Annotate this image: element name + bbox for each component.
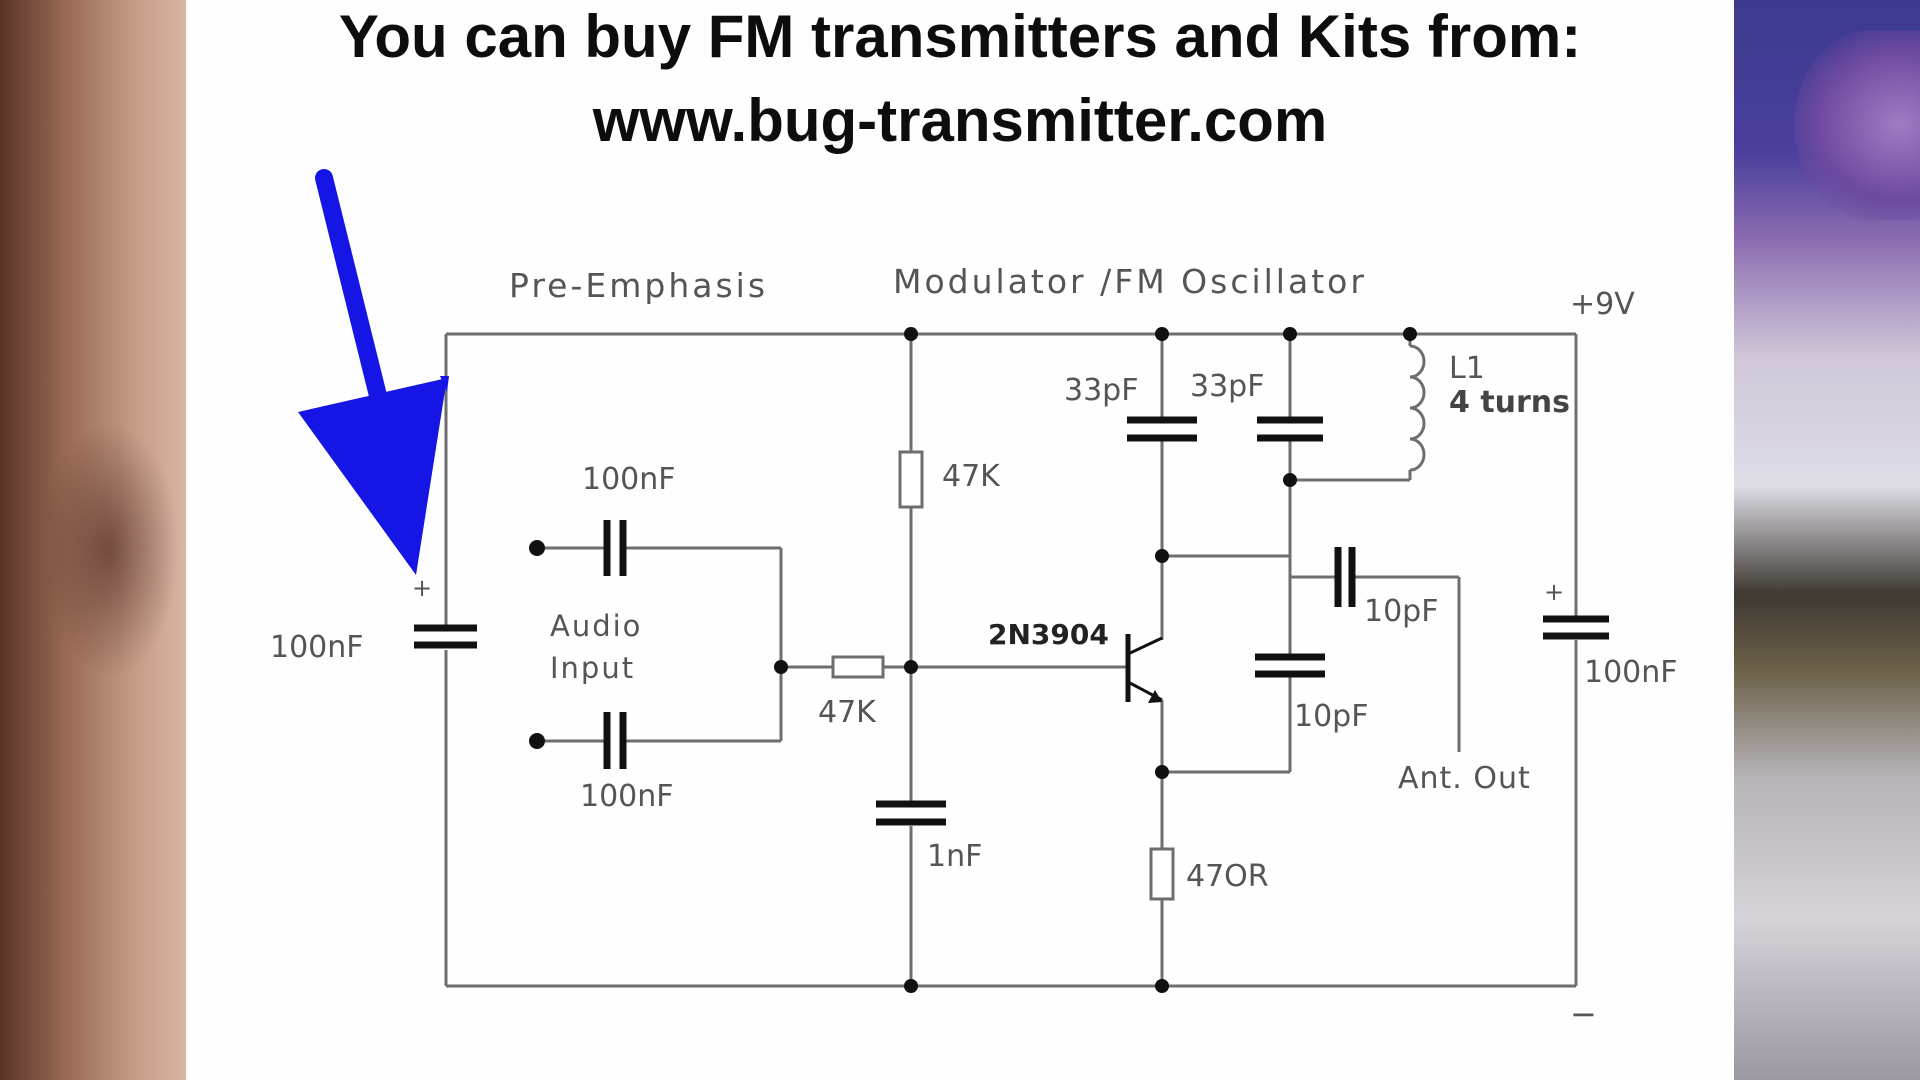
c-audio-bottom-label: 100nF (580, 779, 674, 814)
c-10pf-feedback-label: 10pF (1294, 699, 1368, 734)
c-right-plus-label: + (1544, 578, 1564, 606)
r-470r-label: 47OR (1186, 859, 1269, 894)
transistor-2n3904 (1125, 634, 1163, 703)
c-right-label: 100nF (1584, 655, 1678, 690)
junction-dot (1155, 549, 1169, 563)
schematic-labels: Pre-Emphasis Modulator /FM Oscillator +9… (270, 262, 1678, 1033)
resistors (831, 450, 1175, 901)
junction-dot (774, 660, 788, 674)
junction-dot (1155, 327, 1169, 341)
website-url: www.bug-transmitter.com (592, 87, 1328, 154)
junction-dot (1283, 327, 1297, 341)
junction-dot (904, 979, 918, 993)
audio-input-label: Input (550, 651, 635, 685)
headline-line1: You can buy FM transmitters and Kits fro… (338, 3, 1582, 70)
c-1nf-label: 1nF (927, 839, 982, 874)
arrow-tip-right (440, 376, 449, 392)
junction-dot (1155, 765, 1169, 779)
modulator-label: Modulator /FM Oscillator (893, 262, 1367, 301)
resistor-470r (1149, 847, 1175, 901)
l1-name-label: L1 (1449, 351, 1485, 386)
capacitor-plates (414, 416, 1609, 826)
supply-negative-label: − (1570, 995, 1597, 1033)
audio-input-label: Audio (550, 609, 642, 643)
background-left (0, 0, 190, 1080)
c-audio-top-label: 100nF (582, 462, 676, 497)
audio-input-terminal (529, 540, 545, 556)
c-10pf-coupling-label: 10pF (1364, 594, 1438, 629)
l1-turns-label: 4 turns (1449, 385, 1570, 420)
junction-dot (904, 327, 918, 341)
c-33pf-left-label: 33pF (1064, 373, 1138, 408)
c-33pf-right-label: 33pF (1190, 369, 1264, 404)
blue-down-arrow-icon (298, 169, 449, 575)
resistor-47k-series (831, 655, 885, 679)
antenna-out-label: Ant. Out (1398, 761, 1531, 796)
junction-dot (904, 660, 918, 674)
transistor-collector-lead (1127, 636, 1163, 656)
pre-emphasis-label: Pre-Emphasis (509, 266, 768, 305)
junction-dot (1403, 327, 1417, 341)
audio-input-terminal (529, 733, 545, 749)
r-top-label: 47K (942, 459, 1001, 494)
junction-dot (1155, 979, 1169, 993)
arrow-head (298, 378, 447, 575)
junction-dots (529, 327, 1417, 993)
headline: You can buy FM transmitters and Kits fro… (186, 0, 1734, 156)
c-left-label: 100nF (270, 630, 364, 665)
inductor-l1 (1409, 344, 1426, 472)
transistor-emitter-arrow (1148, 690, 1162, 703)
background-right (1734, 0, 1920, 1080)
c-left-plus-label: + (412, 574, 432, 602)
slide: You can buy FM transmitters and Kits fro… (186, 0, 1734, 1080)
junction-dot (1283, 473, 1297, 487)
wires (444, 332, 1578, 988)
supply-positive-label: +9V (1570, 287, 1635, 322)
transistor-label: 2N3904 (988, 618, 1109, 651)
r-series-label: 47K (818, 695, 877, 730)
resistor-47k-top (898, 450, 924, 509)
